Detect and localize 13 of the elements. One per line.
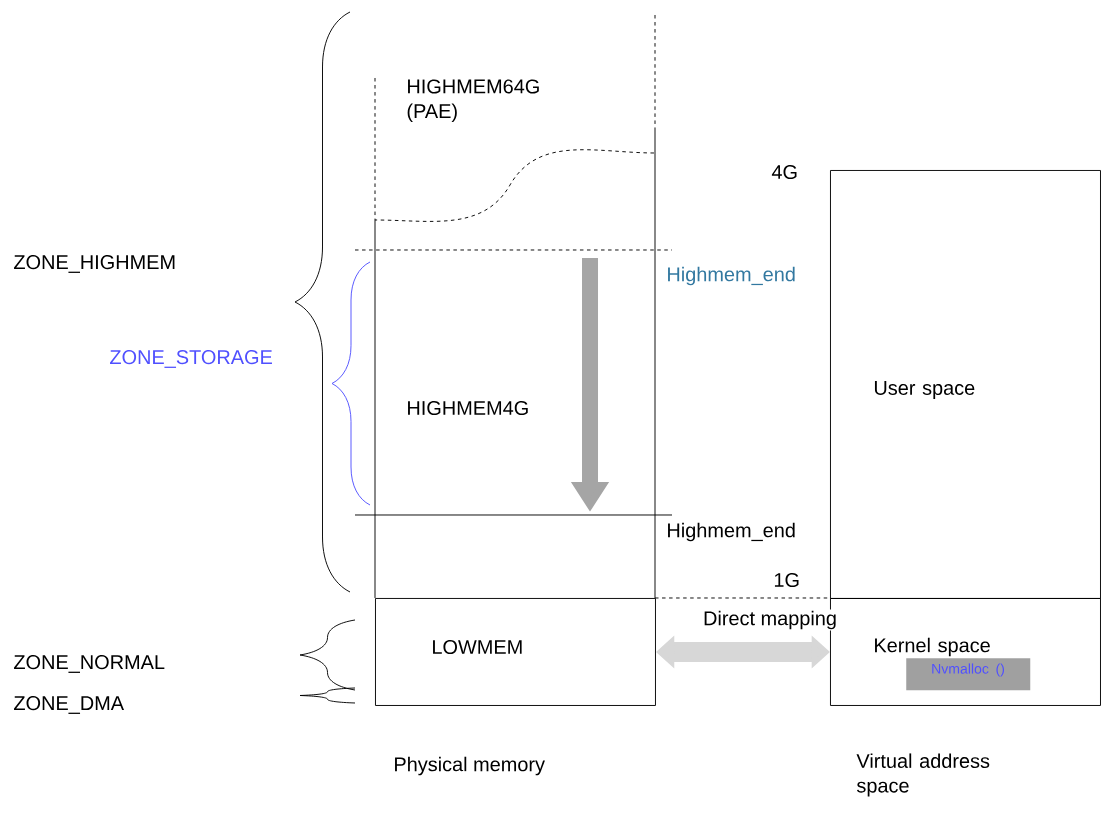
memory-box: LOWMEM — [375, 598, 656, 706]
edge-label: Direct mapping — [701, 609, 839, 631]
column-caption: Virtual address space — [856, 753, 990, 797]
zone-label: ZONE_DMA — [14, 696, 124, 714]
memory-region: HIGHMEM64G (PAE) — [374, 14, 656, 251]
zone-label: ZONE_NORMAL — [14, 655, 165, 673]
address-label: 1G — [774, 572, 799, 588]
zone-label: ZONE_HIGHMEM — [14, 255, 175, 273]
column-caption: Physical memory — [395, 756, 545, 776]
zone-label: ZONE_STORAGE — [110, 350, 272, 368]
address-label: 4G — [771, 164, 797, 180]
memory-box: User space — [830, 170, 1101, 599]
function-box: Nvmalloc () — [906, 658, 1031, 691]
